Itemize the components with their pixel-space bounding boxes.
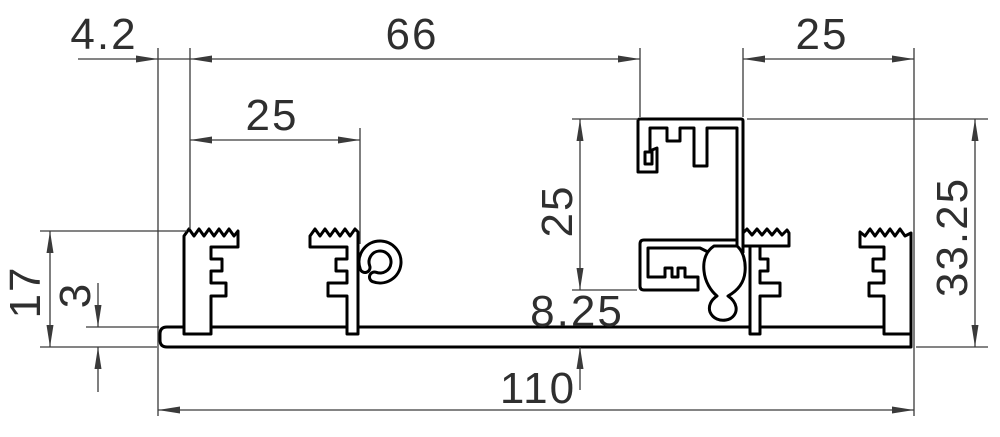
arrowhead-down-icon [46, 325, 54, 347]
dimension-25-left: 25 [190, 91, 360, 144]
middle-ribbed-post [308, 227, 360, 336]
arrowhead-left-icon [158, 406, 180, 414]
dimension-label-4-2: 4.2 [70, 10, 137, 59]
dimension-label-3: 3 [51, 282, 100, 308]
arrowhead-down-icon [971, 325, 979, 347]
central-ribbed-spine [748, 244, 782, 336]
dimension-17: 17 [1, 231, 54, 347]
dimension-label-25-top-right: 25 [796, 10, 849, 59]
arrowhead-left-icon [743, 55, 765, 63]
arrowhead-right-icon [618, 55, 640, 63]
dimension-8-25: 8.25 [530, 287, 624, 390]
tower-lower-channel [638, 238, 745, 292]
dimension-25-top-right: 25 [743, 10, 914, 63]
dimension-110: 110 [158, 364, 914, 414]
right-ribbed-post [858, 227, 913, 336]
left-ribbed-post [182, 227, 240, 336]
dimension-label-66: 66 [386, 10, 439, 59]
dimension-label-25-left: 25 [246, 91, 299, 140]
dimension-33-25: 33.25 [928, 119, 979, 347]
tower-serrated-cap [741, 227, 791, 248]
dimension-label-33-25: 33.25 [928, 177, 977, 297]
arrowhead-right-icon [892, 406, 914, 414]
arrowhead-left-icon [190, 136, 212, 144]
dimension-66: 66 [190, 10, 640, 63]
screw-boss-bulb [702, 244, 747, 322]
arrowhead-right-icon [136, 55, 158, 63]
arrowhead-right-icon [892, 55, 914, 63]
arrowhead-up-icon [576, 347, 584, 369]
tower-box [636, 117, 745, 254]
snap-hook-core [360, 242, 400, 282]
arrowhead-right-icon [338, 136, 360, 144]
arrowhead-up-icon [46, 231, 54, 253]
arrowhead-left-icon [190, 55, 212, 63]
profile-outline [158, 117, 913, 349]
extension-lines [40, 48, 988, 416]
dimension-label-8-25: 8.25 [530, 287, 624, 336]
arrowhead-up-icon [971, 119, 979, 141]
arrowhead-down-icon [94, 305, 102, 327]
dimension-4-2: 4.2 [70, 10, 190, 63]
dimension-25-tower: 25 [533, 119, 584, 290]
dimension-label-25-tower: 25 [533, 185, 582, 238]
dimension-label-17: 17 [1, 266, 50, 319]
arrowhead-up-icon [94, 347, 102, 369]
arrowhead-up-icon [576, 119, 584, 141]
dimension-3: 3 [51, 282, 102, 392]
arrowhead-down-icon [576, 268, 584, 290]
dimension-label-110: 110 [500, 364, 576, 413]
